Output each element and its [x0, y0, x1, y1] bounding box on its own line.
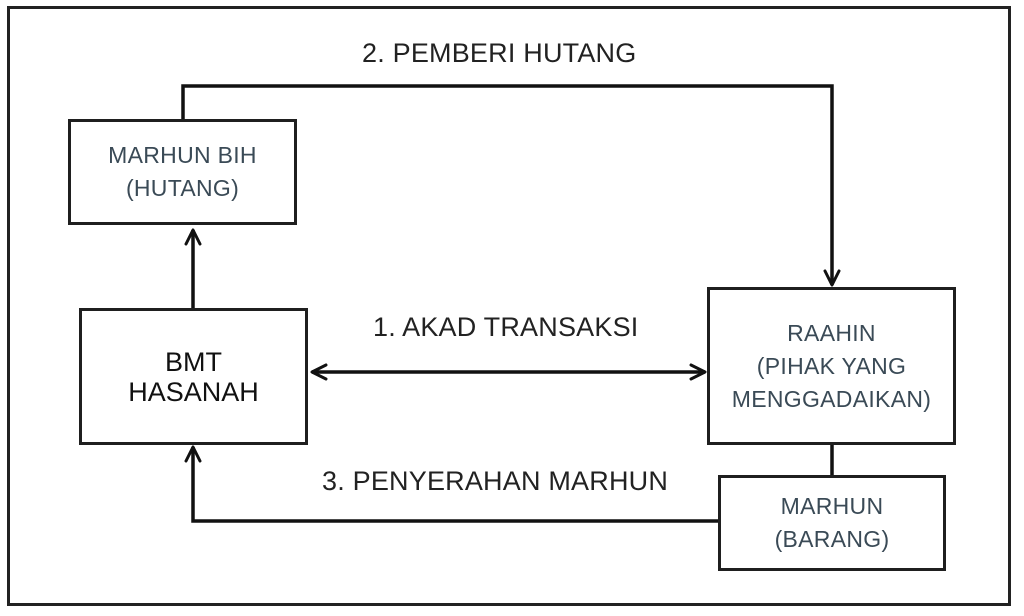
- node-marhun-barang: MARHUN (BARANG): [718, 475, 946, 571]
- node-bmt-line-2: HASANAH: [128, 376, 259, 407]
- node-raahin: RAAHIN (PIHAK YANG MENGGADAIKAN): [707, 287, 956, 445]
- diagram-frame: [7, 6, 1011, 606]
- node-marhun-bih: MARHUN BIH (HUTANG): [68, 119, 297, 225]
- node-bmt-line-1: BMT: [165, 346, 222, 377]
- node-raahin-line-3: MENGGADAIKAN): [731, 385, 932, 412]
- node-marhun-bih-line-1: MARHUN BIH: [108, 142, 257, 168]
- node-raahin-line-1: RAAHIN: [787, 319, 876, 346]
- node-marhun-line-2: (BARANG): [774, 526, 890, 552]
- label-penyerahan-marhun: 3. PENYERAHAN MARHUN: [322, 466, 669, 496]
- node-marhun-bih-line-2: (HUTANG): [125, 175, 240, 201]
- arrow-pemberi-hutang: [181, 84, 841, 287]
- arrow-penyerahan-marhun: [184, 445, 718, 523]
- node-raahin-line-2: (PIHAK YANG: [756, 352, 907, 379]
- node-bmt-hasanah: BMT HASANAH: [79, 308, 308, 445]
- label-akad-transaksi: 1. AKAD TRANSAKSI: [373, 312, 639, 342]
- node-marhun-line-1: MARHUN: [780, 493, 884, 519]
- label-pemberi-hutang: 2. PEMBERI HUTANG: [362, 38, 637, 68]
